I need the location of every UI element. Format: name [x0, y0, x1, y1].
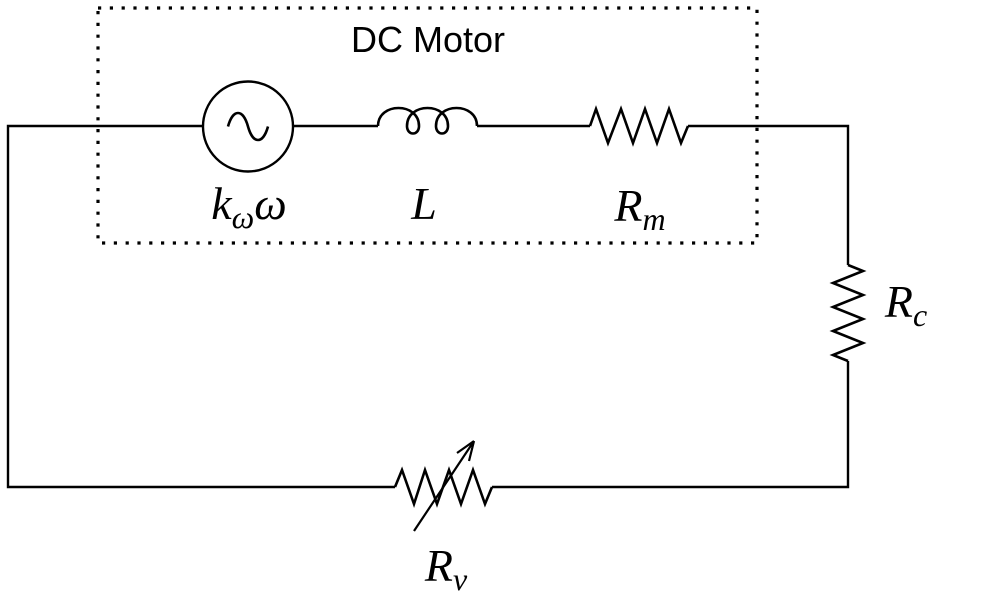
variable-resistor-arrow-icon [413, 440, 476, 532]
dc-motor-title: DC Motor [351, 19, 505, 60]
sine-wave-icon [226, 111, 270, 142]
variable-resistor-label: Rv [424, 540, 468, 597]
inductor-symbol [376, 106, 479, 135]
cable-resistor-symbol [829, 263, 867, 363]
source-label: kωω [211, 178, 287, 235]
motor-resistor-label: Rm [613, 180, 665, 237]
motor-resistor-symbol [588, 105, 690, 147]
cable-resistor-label: Rc [884, 276, 927, 333]
circuit-geometry [6, 6, 867, 532]
circuit-wire-loop [6, 124, 850, 489]
inductor-label: L [410, 178, 437, 229]
ac-source-symbol [201, 80, 295, 173]
variable-resistor-symbol [393, 440, 494, 532]
circuit-labels: DC Motor kωω L Rm Rc Rv [211, 19, 927, 597]
